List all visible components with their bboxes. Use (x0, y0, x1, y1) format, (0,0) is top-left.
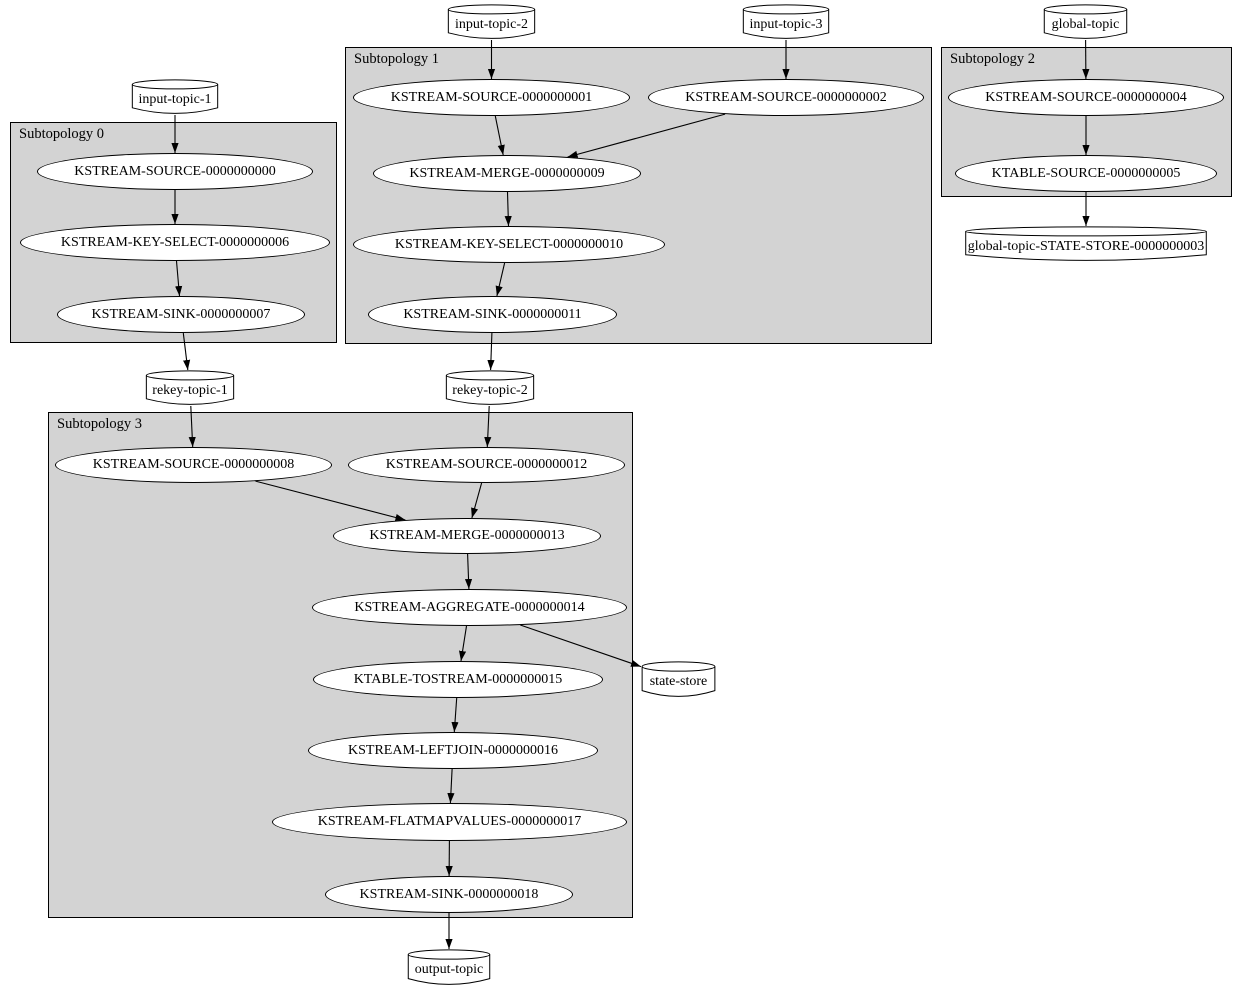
rekey-topic-1: rekey-topic-1 (145, 370, 235, 406)
cylinder-shape (641, 661, 716, 698)
node-label: output-topic (414, 962, 484, 977)
kstream-key-select-0000000010: KSTREAM-KEY-SELECT-0000000010 (353, 226, 665, 263)
kstream-source-0000000002: KSTREAM-SOURCE-0000000002 (648, 79, 924, 116)
kstream-source-0000000012: KSTREAM-SOURCE-0000000012 (348, 447, 625, 483)
node-label: KSTREAM-SINK-0000000018 (359, 886, 539, 902)
node-label: KSTREAM-SOURCE-0000000004 (985, 89, 1187, 105)
node-label: global-topic-STATE-STORE-0000000003 (967, 238, 1205, 254)
node-label: KSTREAM-SINK-0000000011 (403, 306, 582, 322)
cylinder-shape (407, 949, 491, 986)
node-label: rekey-topic-2 (452, 382, 528, 398)
input-topic-2: input-topic-2 (447, 4, 536, 40)
node-label: input-topic-3 (749, 16, 823, 32)
node-label: KSTREAM-AGGREGATE-0000000014 (354, 599, 585, 615)
cylinder-shape (145, 370, 235, 406)
cylinder-shape (742, 4, 830, 40)
cylinder-shape (445, 370, 535, 406)
cluster-label: Subtopology 3 (57, 416, 142, 432)
node-label: KTABLE-TOSTREAM-0000000015 (353, 671, 563, 687)
input-topic-3: input-topic-3 (742, 4, 830, 40)
node-label: KSTREAM-SOURCE-0000000001 (390, 89, 593, 105)
node-label: state-store (649, 674, 708, 689)
cylinder-shape (131, 79, 219, 115)
kstream-aggregate-0000000014: KSTREAM-AGGREGATE-0000000014 (312, 589, 627, 626)
node-label: rekey-topic-1 (152, 382, 228, 398)
node-label: KSTREAM-KEY-SELECT-0000000006 (60, 234, 290, 250)
ktable-tostream-0000000015: KTABLE-TOSTREAM-0000000015 (313, 661, 603, 698)
node-label: KSTREAM-SOURCE-0000000002 (685, 89, 887, 105)
output-topic: output-topic (407, 949, 491, 986)
rekey-topic-2: rekey-topic-2 (445, 370, 535, 406)
node-label: KSTREAM-LEFTJOIN-0000000016 (348, 742, 558, 758)
cylinder-shape (447, 4, 536, 40)
kstream-flatmapvalues-0000000017: KSTREAM-FLATMAPVALUES-0000000017 (272, 803, 627, 841)
kstream-merge-0000000009: KSTREAM-MERGE-0000000009 (373, 155, 641, 192)
ktable-source-0000000005: KTABLE-SOURCE-0000000005 (955, 155, 1217, 192)
node-label: KSTREAM-MERGE-0000000009 (409, 165, 605, 181)
kstream-sink-0000000011: KSTREAM-SINK-0000000011 (368, 296, 617, 333)
cylinder-shape (962, 226, 1210, 262)
kstream-sink-0000000007: KSTREAM-SINK-0000000007 (57, 296, 305, 333)
cluster-label: Subtopology 1 (354, 51, 439, 67)
node-label: KTABLE-SOURCE-0000000005 (991, 165, 1181, 181)
node-label: global-topic (1051, 16, 1120, 32)
node-label: KSTREAM-SINK-0000000007 (91, 306, 271, 322)
cylinder-shape (1043, 4, 1128, 40)
global-topic: global-topic (1043, 4, 1128, 40)
node-label: input-topic-2 (454, 16, 529, 32)
input-topic-1: input-topic-1 (131, 79, 219, 115)
kstream-source-0000000001: KSTREAM-SOURCE-0000000001 (353, 79, 630, 116)
kstream-source-0000000008: KSTREAM-SOURCE-0000000008 (55, 447, 332, 483)
kstream-sink-0000000018: KSTREAM-SINK-0000000018 (325, 876, 573, 913)
node-label: KSTREAM-FLATMAPVALUES-0000000017 (317, 814, 582, 829)
cluster-label: Subtopology 2 (950, 51, 1035, 67)
kstream-source-0000000000: KSTREAM-SOURCE-0000000000 (37, 153, 313, 190)
cluster-label: Subtopology 0 (19, 126, 104, 142)
state-store: state-store (641, 661, 716, 698)
node-label: KSTREAM-KEY-SELECT-0000000010 (394, 236, 624, 252)
node-label: KSTREAM-SOURCE-0000000008 (92, 457, 295, 472)
kstream-source-0000000004: KSTREAM-SOURCE-0000000004 (948, 79, 1224, 116)
node-label: KSTREAM-SOURCE-0000000012 (385, 457, 588, 472)
node-label: KSTREAM-MERGE-0000000013 (369, 528, 565, 543)
node-label: KSTREAM-SOURCE-0000000000 (74, 163, 276, 179)
kstream-merge-0000000013: KSTREAM-MERGE-0000000013 (333, 518, 601, 554)
node-label: input-topic-1 (138, 91, 212, 107)
kstream-key-select-0000000006: KSTREAM-KEY-SELECT-0000000006 (20, 224, 330, 261)
kstream-leftjoin-0000000016: KSTREAM-LEFTJOIN-0000000016 (308, 732, 598, 769)
global-topic-state-store-0000000003: global-topic-STATE-STORE-0000000003 (962, 226, 1210, 262)
